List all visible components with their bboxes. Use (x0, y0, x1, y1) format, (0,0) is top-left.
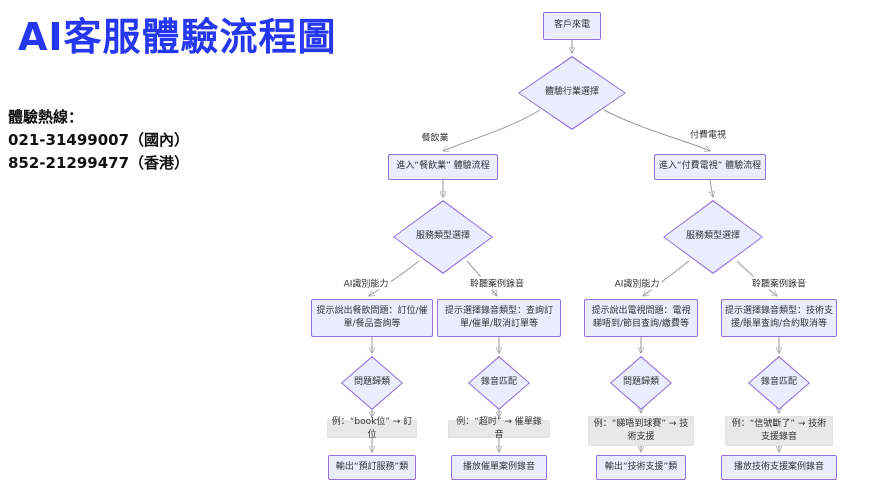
node-prompt-recording-left: 提示選擇錄音類型：查詢訂單/催單/取消訂單等 (437, 299, 561, 337)
flow-edge (710, 179, 713, 197)
node-recording-match-right: 錄音匹配 (748, 356, 810, 410)
node-industry-select-label: 體驗行業選擇 (544, 87, 599, 98)
node-example-signal: 例：“信號斷了” → 技術支援錄音 (725, 416, 833, 446)
node-example-book: 例：“book位” → 訂位 (327, 417, 417, 440)
edge-label-ai-right: AI識別能力 (612, 276, 662, 290)
node-enter-restaurant-label: 進入“餐飲業” 體驗流程 (396, 161, 490, 172)
node-example-game-label: 例：“睇唔到球賽” → 技術支援 (593, 418, 689, 442)
edge-label-listen-left: 聆聽案例錄音 (467, 276, 527, 290)
node-industry-select: 體驗行業選擇 (518, 56, 626, 130)
node-prompt-restaurant-label: 提示說出餐飲問題：訂位/催單/餐品查詢等 (316, 305, 428, 329)
node-output-booking-label: 輸出“預訂服務”類 (335, 461, 409, 472)
node-play-tech-recording-label: 播放技術支援案例錄音 (733, 461, 824, 472)
edge-label-ai-left: AI識別能力 (341, 276, 391, 290)
node-example-timeout-label: 例：“超时” → 催單錄音 (456, 416, 542, 440)
node-problem-classify-right: 問題歸類 (610, 356, 672, 410)
node-recording-match-left-label: 錄音匹配 (480, 377, 517, 388)
edge-label-paytv: 付費電視 (687, 127, 729, 141)
node-enter-paytv-label: 進入“付費電視” 體驗流程 (658, 161, 762, 172)
node-output-booking: 輸出“預訂服務”類 (328, 455, 416, 480)
hotline-label: 體驗熱線： (8, 108, 84, 126)
edge-label-listen-right-text: 聆聽案例錄音 (751, 279, 807, 290)
node-recording-match-right-label: 錄音匹配 (760, 377, 797, 388)
node-customer-call: 客戶來電 (543, 12, 601, 40)
node-customer-call-label: 客戶來電 (553, 20, 590, 31)
node-play-tech-recording: 播放技術支援案例錄音 (721, 455, 837, 480)
node-prompt-tv-label: 提示說出電視問題：電視睇唔到/節目查詢/繳費等 (591, 305, 691, 329)
node-enter-restaurant: 進入“餐飲業” 體驗流程 (388, 154, 498, 180)
node-example-game: 例：“睇唔到球賽” → 技術支援 (588, 416, 694, 446)
node-problem-classify-left-label: 問題歸類 (353, 377, 390, 388)
edge-label-restaurant: 餐飲業 (419, 130, 451, 144)
node-service-type-right: 服務類型選擇 (663, 200, 763, 274)
flow-edge (643, 260, 690, 296)
node-example-timeout: 例：“超时” → 催單錄音 (448, 417, 550, 440)
flow-edge (603, 109, 710, 151)
edge-label-ai-left-text: AI識別能力 (343, 279, 389, 290)
node-output-tech: 輸出“技術支援”類 (596, 455, 686, 480)
flow-edge (369, 260, 420, 296)
edge-label-listen-left-text: 聆聽案例錄音 (469, 279, 525, 290)
edge-label-restaurant-text: 餐飲業 (421, 133, 449, 144)
node-example-signal-label: 例：“信號斷了” → 技術支援錄音 (731, 418, 827, 442)
node-output-tech-label: 輸出“技術支援”類 (604, 461, 678, 472)
flow-edge (443, 109, 541, 151)
edge-label-paytv-text: 付費電視 (689, 130, 727, 141)
node-problem-classify-left: 問題歸類 (341, 356, 403, 410)
node-play-urge-recording: 播放催單案例錄音 (451, 455, 547, 480)
node-service-type-left: 服務類型選擇 (393, 200, 493, 274)
hotline-block: 體驗熱線： 021-31499007（國內） 852-21299477（香港） (8, 106, 189, 175)
hotline-domestic: 021-31499007（國內） (8, 131, 190, 149)
edge-label-ai-right-text: AI識別能力 (614, 279, 660, 290)
node-problem-classify-right-label: 問題歸類 (622, 377, 659, 388)
node-enter-paytv: 進入“付費電視” 體驗流程 (654, 154, 766, 180)
node-play-urge-recording-label: 播放催單案例錄音 (462, 461, 535, 472)
node-service-type-left-label: 服務類型選擇 (415, 231, 470, 242)
node-example-book-label: 例：“book位” → 訂位 (331, 416, 413, 440)
node-prompt-recording-left-label: 提示選擇錄音類型：查詢訂單/催單/取消訂單等 (444, 305, 553, 329)
page-title: AI客服體驗流程圖 (18, 15, 337, 59)
node-prompt-recording-right-label: 提示選擇錄音類型：技術支援/賬單查詢/合約取消等 (725, 305, 834, 329)
node-prompt-tv: 提示說出電視問題：電視睇唔到/節目查詢/繳費等 (584, 299, 698, 337)
node-recording-match-left: 錄音匹配 (468, 356, 530, 410)
node-prompt-recording-right: 提示選擇錄音類型：技術支援/賬單查詢/合約取消等 (721, 299, 837, 337)
hotline-hongkong: 852-21299477（香港） (8, 154, 190, 172)
node-service-type-right-label: 服務類型選擇 (685, 231, 740, 242)
node-prompt-restaurant: 提示說出餐飲問題：訂位/催單/餐品查詢等 (311, 299, 433, 337)
edge-label-listen-right: 聆聽案例錄音 (749, 276, 809, 290)
